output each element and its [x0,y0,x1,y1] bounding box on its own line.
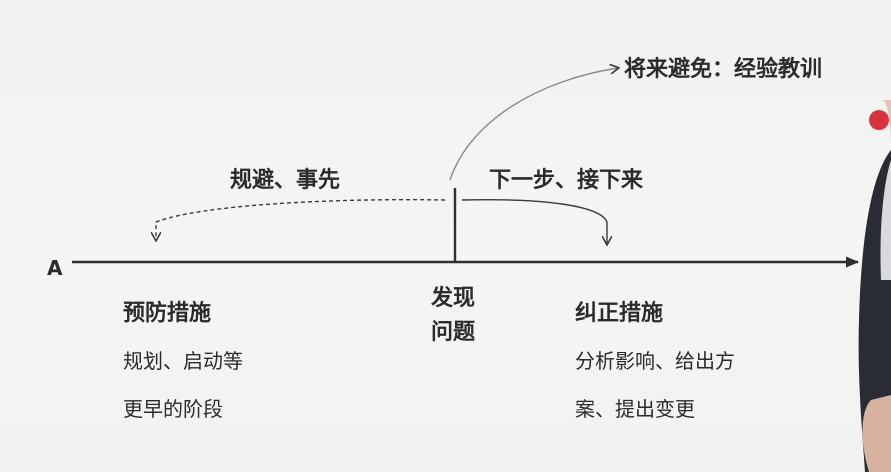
corrective-line2: 案、提出变更 [575,397,695,421]
next-step-arrow [461,198,607,244]
axis-start-label: A [47,256,63,280]
preventive-line1: 规划、启动等 [123,349,243,373]
presenter-image [821,0,891,472]
avoid-label: 规避、事先 [230,168,341,193]
avoid-dashed-arrow [156,198,446,240]
preventive-title: 预防措施 [123,301,212,326]
future-avoid-arrow [449,68,618,181]
discovery-label-line2: 问题 [431,320,476,345]
future-avoid-label: 将来避免：经验教训 [624,57,823,82]
corrective-line1: 分析影响、给出方 [575,349,735,373]
next-step-label: 下一步、接下来 [489,168,644,193]
corrective-title: 纠正措施 [575,301,664,326]
preventive-line2: 更早的阶段 [123,397,223,421]
discovery-label-line1: 发现 [431,286,476,311]
